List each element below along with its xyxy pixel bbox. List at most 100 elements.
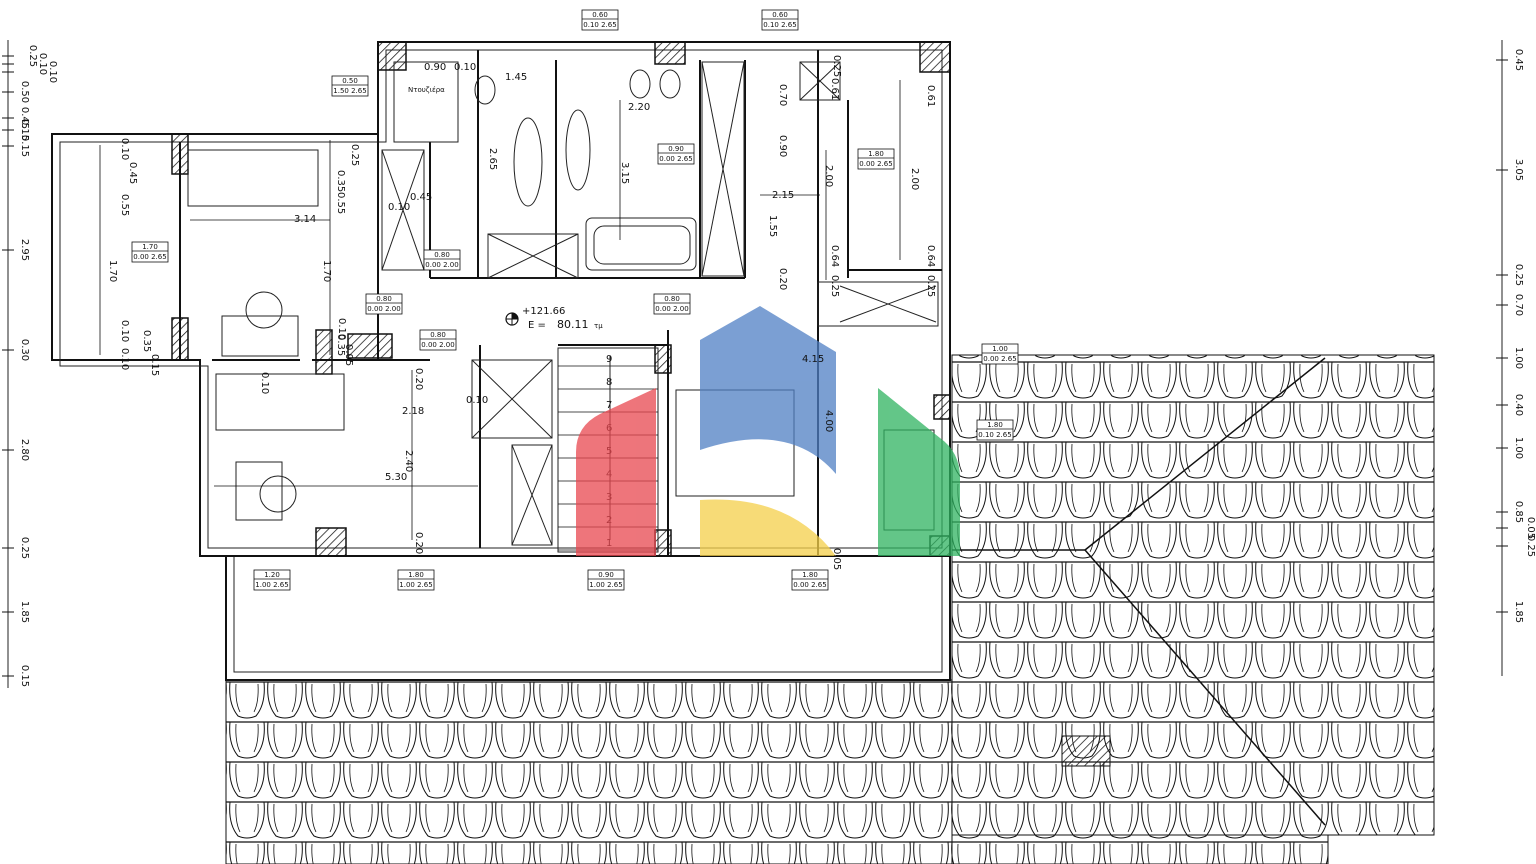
dimension-label: 4.00 <box>823 410 834 432</box>
axis-label: 1.85 <box>1513 601 1524 623</box>
window-tag: 0.90 1.00 2.65 <box>587 569 625 591</box>
dimension-label: 2.20 <box>628 102 650 113</box>
roof-tiles <box>225 354 1435 864</box>
window-tag-heights: 0.00 2.00 <box>421 341 454 349</box>
window-tag-heights: 1.00 2.65 <box>589 581 622 589</box>
window-tag-heights: 0.00 2.00 <box>655 305 688 313</box>
axis-label: 0.25 <box>27 45 38 67</box>
area-unit: τμ <box>594 322 603 330</box>
window-tag-size: 0.90 <box>668 145 684 153</box>
window-tag-size: 1.20 <box>264 571 280 579</box>
window-tag-size: 0.50 <box>342 77 358 85</box>
window-tag: 0.60 0.10 2.65 <box>761 9 799 31</box>
axis-label: 1.00 <box>1513 347 1524 369</box>
window-tag-size: 1.80 <box>802 571 818 579</box>
window-tag: 1.800.10 2.65 <box>976 419 1014 441</box>
window-tag-size: 0.60 <box>772 11 788 19</box>
window-tag: 0.60 0.10 2.65 <box>581 9 619 31</box>
dimension-label: 0.25 <box>349 144 360 166</box>
window-tag-size: 0.80 <box>664 295 680 303</box>
axis-label: 0.25 <box>1525 535 1536 557</box>
dimension-label: 0.35 <box>335 334 346 356</box>
axis-label: 1.00 <box>1513 437 1524 459</box>
dimension-label: 0.55 <box>119 194 130 216</box>
dimension-label: 0.05 <box>343 344 354 366</box>
dimension-label: 2.15 <box>772 190 794 201</box>
dimension-label: 0.64 <box>925 245 936 267</box>
area-value: 80.11 <box>557 318 589 331</box>
window-tag: 1.80 1.00 2.65 <box>397 569 435 591</box>
dimension-label: 0.20 <box>777 268 788 290</box>
dimension-label: 1.55 <box>767 215 778 237</box>
dimension-label: 4.15 <box>802 354 824 365</box>
window-tag: 0.800.00 2.00 <box>423 249 461 271</box>
axis-label: 0.45 <box>19 107 30 129</box>
dimension-label: 3.15 <box>619 162 630 184</box>
window-tag-heights: 0.10 2.65 <box>763 21 796 29</box>
stair-step-number: 9 <box>606 354 612 365</box>
window-tag: 1.700.00 2.65 <box>131 241 169 263</box>
axis-label: 2.80 <box>19 439 30 461</box>
axis-label: 0.10 <box>37 53 48 75</box>
dimension-label: 1.70 <box>321 260 332 282</box>
dimension-label: 0.25 <box>831 55 842 77</box>
elevation-value: +121.66 <box>522 306 565 317</box>
logo-watermark <box>576 306 960 556</box>
axis-label: 0.15 <box>19 119 30 141</box>
window-tag-heights: 1.00 2.65 <box>399 581 432 589</box>
axis-label: 0.85 <box>1513 501 1524 523</box>
axis-label: 0.15 <box>19 665 30 687</box>
dimension-label: 0.35 <box>141 330 152 352</box>
dimension-label: 3.14 <box>294 214 316 225</box>
dimension-label: 2.00 <box>909 168 920 190</box>
window-tag: 0.800.00 2.00 <box>365 293 403 315</box>
dimension-label: 0.10 <box>336 318 347 340</box>
structural-columns <box>171 41 951 557</box>
dimension-label: 0.25 <box>925 275 936 297</box>
dimension-label: 0.61 <box>829 78 840 100</box>
axis-label: 3.05 <box>1513 159 1524 181</box>
window-tag-size: 1.80 <box>408 571 424 579</box>
window-tag-heights: 1.50 2.65 <box>333 87 366 95</box>
window-tag-heights: 0.00 2.65 <box>133 253 166 261</box>
window-tag: 1.000.00 2.65 <box>981 343 1019 365</box>
dimension-label: 0.20 <box>413 532 424 554</box>
window-tag-size: 0.80 <box>376 295 392 303</box>
window-tag-heights: 0.10 2.65 <box>978 431 1011 439</box>
dimension-label: 0.10 <box>119 348 130 370</box>
dimension-label: 2.65 <box>487 148 498 170</box>
axis-label: 0.25 <box>1513 264 1524 286</box>
window-tag: 1.201.00 2.65 <box>253 569 291 591</box>
window-tag-heights: 0.00 2.65 <box>859 160 892 168</box>
window-tag-size: 0.90 <box>598 571 614 579</box>
dimension-label: 0.20 <box>413 368 424 390</box>
dimension-label: 0.05 <box>831 548 842 570</box>
dimension-label: 0.35 <box>335 170 346 192</box>
right-dimension-axis: 0.453.050.250.701.000.401.000.850.050.25… <box>1496 40 1536 676</box>
area-prefix: E = <box>528 320 546 331</box>
window-tag: 0.800.00 2.00 <box>419 329 457 351</box>
window-tag: 0.900.00 2.65 <box>657 143 695 165</box>
dimension-label: 0.10 <box>388 202 410 213</box>
dimension-label: 0.90 <box>777 135 788 157</box>
dimension-label: 0.25 <box>829 275 840 297</box>
window-tags: 0.60 0.10 2.65 0.60 0.10 2.65 0.50 1.50 2.65 1… <box>131 9 1019 591</box>
dimension-label: 0.64 <box>829 245 840 267</box>
window-tag: 1.80 0.00 2.65 <box>791 569 829 591</box>
window-tag-size: 0.60 <box>592 11 608 19</box>
elevation-marker: +121.66 E = 80.11 τμ <box>505 306 603 331</box>
axis-label: 0.50 <box>19 81 30 103</box>
dimension-label: 0.55 <box>335 192 346 214</box>
dimension-label: 0.61 <box>925 85 936 107</box>
dimension-label: 2.18 <box>402 406 424 417</box>
axis-label: 0.25 <box>19 537 30 559</box>
axis-label: 1.85 <box>19 601 30 623</box>
window-tag-size: 1.80 <box>868 150 884 158</box>
dimension-label: 0.10 <box>119 320 130 342</box>
window-tag-size: 0.80 <box>434 251 450 259</box>
window-tag-heights: 0.00 2.65 <box>793 581 826 589</box>
window-tag-heights: 0.10 2.65 <box>583 21 616 29</box>
axis-label: 0.10 <box>47 61 58 83</box>
axis-label: 0.40 <box>1513 394 1524 416</box>
